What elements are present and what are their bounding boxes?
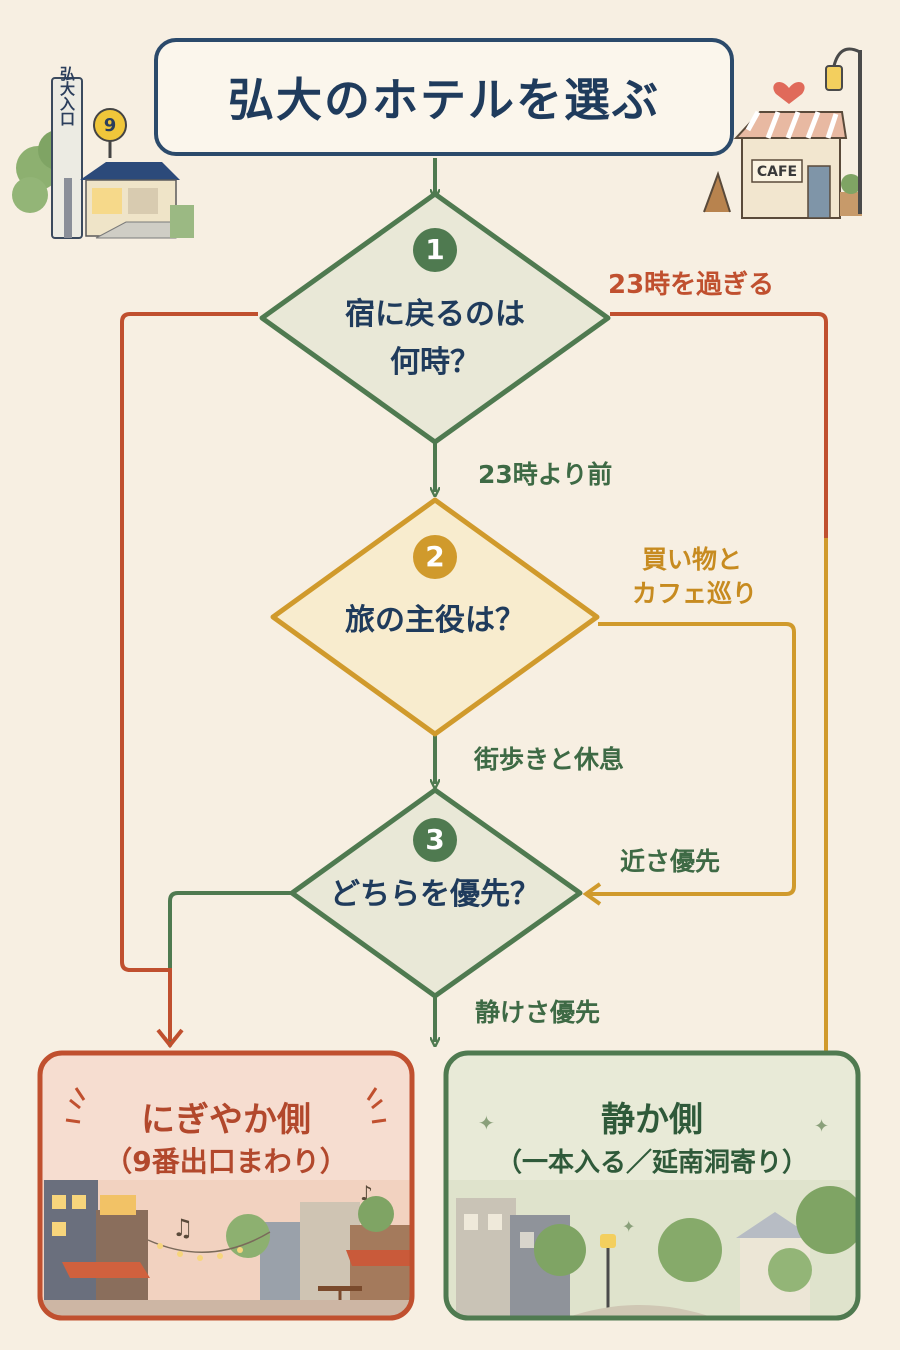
decision-2-shape — [270, 497, 600, 737]
music-note-icon: ♫ — [172, 1214, 194, 1242]
question-3: どちらを優先？ — [330, 877, 540, 912]
station-sign-label: 弘大入口 — [58, 66, 76, 126]
result-lively-box — [37, 1050, 415, 1321]
sparkle-icon: ✦ — [814, 1116, 829, 1137]
music-note-icon: ♪ — [360, 1181, 373, 1205]
question-1-line1: 宿に戻るのは — [345, 297, 525, 332]
result-quiet-title: 静か側 — [601, 1100, 703, 1140]
branch-label-before-23: 23時より前 — [478, 460, 613, 489]
cafe-sign-label: CAFE — [757, 164, 797, 180]
heart-icon — [773, 81, 805, 104]
arrow-q3-to-lively — [170, 891, 298, 1042]
station-building-icon — [12, 77, 194, 239]
question-1-line2: 何時？ — [390, 345, 480, 380]
step-3-number: 3 — [413, 818, 457, 862]
exit-badge-number: 9 — [104, 115, 117, 136]
cafe-building-icon — [703, 110, 862, 219]
decision-3-shape — [289, 787, 583, 999]
arrow-q1-right-to-quiet — [610, 312, 828, 1052]
arrow-q2-to-q3-near — [582, 622, 796, 906]
branch-label-prefer-near: 近さ優先 — [620, 847, 721, 876]
arrow-q1-left-to-lively — [120, 312, 258, 1049]
sparkle-icon: ✦ — [622, 1217, 635, 1236]
page-title: 弘大のホテルを選ぶ — [228, 73, 660, 127]
result-lively-title: にぎやか側 — [141, 1100, 311, 1140]
step-2-number: 2 — [413, 535, 457, 579]
branch-label-after-23: 23時を過ぎる — [608, 270, 775, 300]
result-quiet-subtitle: （一本入る／延南洞寄り） — [495, 1148, 808, 1178]
question-2: 旅の主役は？ — [345, 603, 525, 638]
street-lamp-icon — [825, 47, 862, 214]
branch-label-prefer-quiet: 静けさ優先 — [475, 998, 601, 1027]
result-lively-subtitle: （9番出口まわり） — [104, 1145, 348, 1178]
decision-1-shape — [259, 191, 611, 445]
title-box: 弘大のホテルを選ぶ — [154, 38, 734, 156]
branch-label-walking-rest: 街歩きと休息 — [474, 745, 625, 774]
step-1-number: 1 — [413, 228, 457, 272]
result-quiet-box — [443, 1050, 861, 1321]
branch-label-shopping-1: 買い物と — [642, 545, 743, 574]
branch-label-shopping-2: カフェ巡り — [632, 579, 758, 608]
sparkle-icon: ✦ — [478, 1111, 495, 1135]
